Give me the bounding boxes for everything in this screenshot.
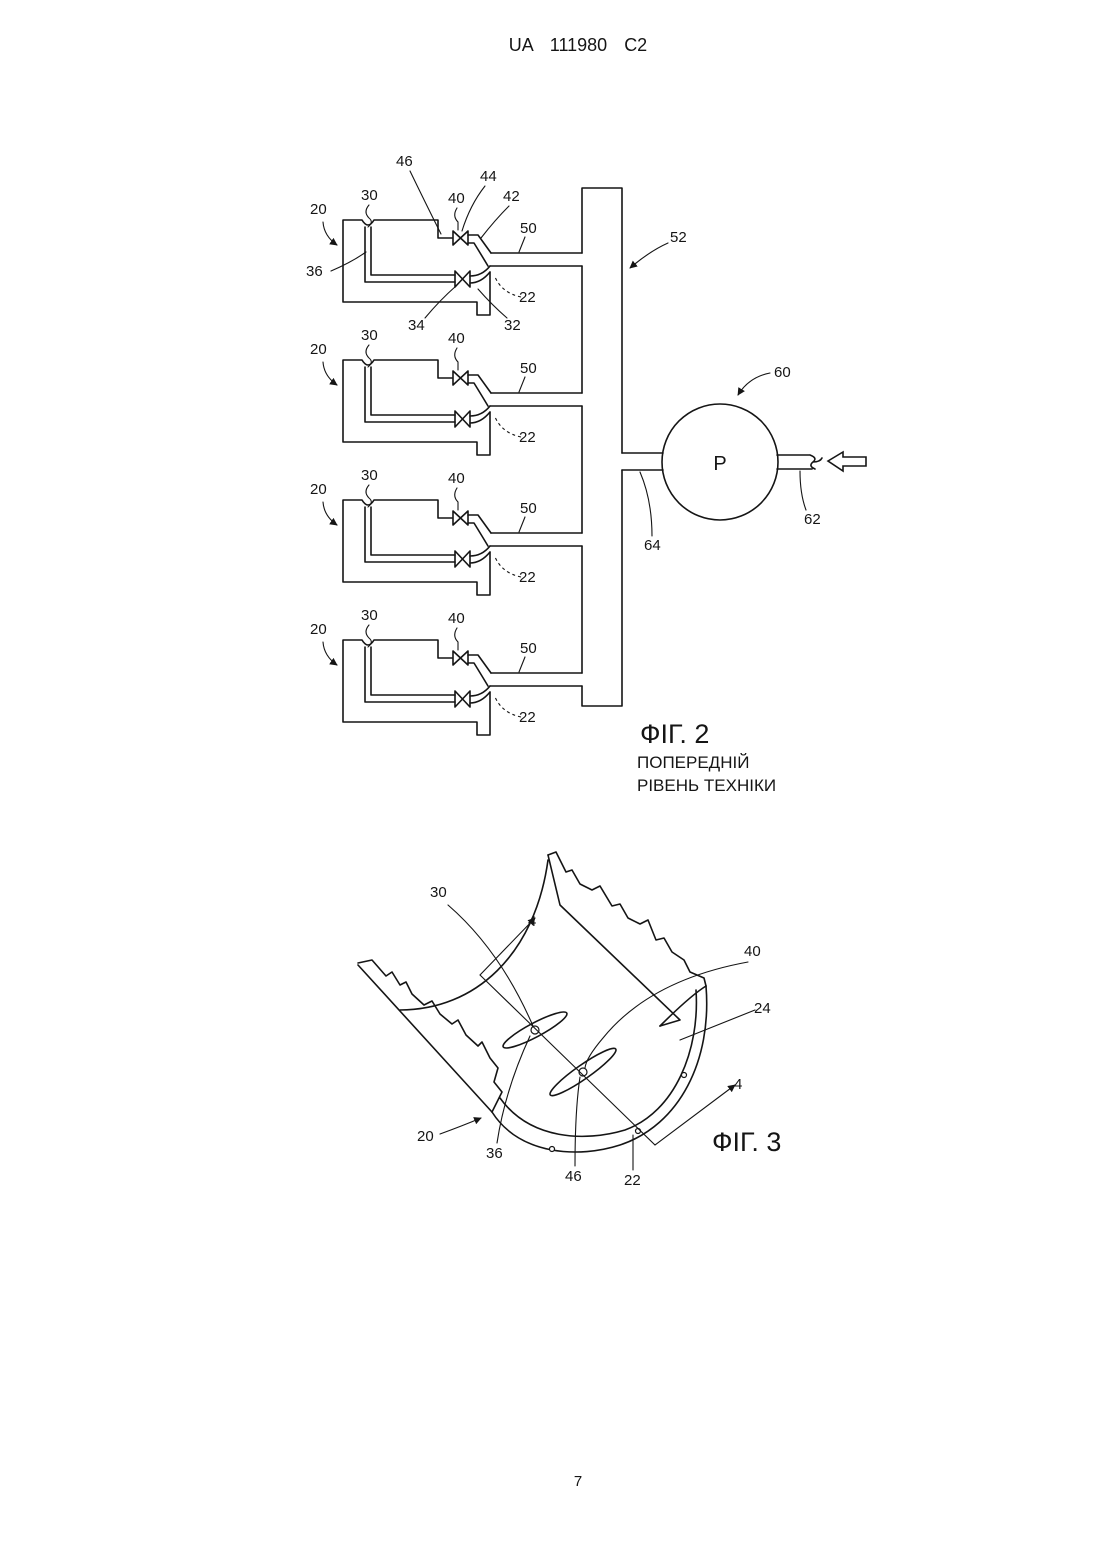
label-pump-outlet: 64 [644,537,661,554]
right-flange-inner-edge [548,855,680,1026]
leader-62 [800,471,806,510]
label-valve: 40 [448,610,465,627]
label-groove: 30 [361,187,378,204]
small-hole [682,1073,687,1078]
label-line: 50 [520,220,537,237]
figure-3-caption: ФІГ. 3 [712,1127,781,1157]
pump-outlet-pipe [622,453,663,470]
label-valve: 40 [448,190,465,207]
label-surface: 24 [754,1000,771,1017]
bearing-unit-3 [323,485,582,595]
bearing-unit-2 [323,345,582,455]
label-groove: 30 [361,467,378,484]
label-section-top: 4 [528,913,536,930]
leader-24 [680,1010,755,1040]
label-groove: 30 [430,884,447,901]
label-outlet: 22 [519,569,536,586]
label-bearing: 20 [310,621,327,638]
label-32: 32 [504,317,521,334]
label-valve: 40 [448,330,465,347]
manifold [582,188,622,706]
label-34: 34 [408,317,425,334]
label-bearing: 20 [310,341,327,358]
pump-arrow [738,373,770,395]
label-42: 42 [503,188,520,205]
label-manifold: 52 [670,229,687,246]
unit-1-labels: 20 30 40 50 22 46 44 42 36 34 32 [306,153,537,334]
label-hole-2: 46 [565,1168,582,1185]
inlet-pipe [777,455,822,469]
label-hole-3: 22 [624,1172,641,1189]
leader-32 [478,289,507,318]
figure-2: P 20 30 40 50 22 46 44 42 36 34 32 [306,153,866,795]
figure-2-subcaption-2: РІВЕНЬ ТЕХНІКИ [637,776,776,795]
leader-30 [448,905,533,1026]
leader-42 [481,206,509,238]
label-outlet: 22 [519,429,536,446]
label-groove-2: 40 [744,943,761,960]
label-pump: 60 [774,364,791,381]
figure-2-subcaption-1: ПОПЕРЕДНІЙ [637,753,749,772]
rear-end-edge [660,986,706,1026]
figure-2-caption: ФІГ. 2 [640,719,709,749]
left-flange-teeth [358,960,502,1112]
flow-arrow-icon [828,452,866,471]
label-36: 36 [306,263,323,280]
bearing-arrow [440,1118,481,1134]
oil-hole-1 [531,1026,539,1034]
pump-symbol: P [713,453,726,475]
label-section-bottom: 4 [734,1076,742,1093]
label-bearing: 20 [417,1128,434,1145]
right-flange-teeth [548,852,706,986]
manifold-arrow [630,243,668,268]
label-44: 44 [480,168,497,185]
leader-46 [410,171,441,234]
label-hole-1: 36 [486,1145,503,1162]
label-line: 50 [520,360,537,377]
label-bearing: 20 [310,481,327,498]
page-number: 7 [574,1473,582,1490]
label-groove: 30 [361,607,378,624]
label-groove: 30 [361,327,378,344]
figure-3: 30 4 40 24 4 20 36 46 22 ФІГ. 3 [358,852,781,1189]
bearing-unit-1 [323,205,582,315]
label-bearing: 20 [310,201,327,218]
document-id: UA 111980 C2 [509,35,647,55]
label-46: 46 [396,153,413,170]
leader-44 [462,186,485,231]
label-valve: 40 [448,470,465,487]
left-flange-edge [358,965,492,1112]
leader-36 [331,252,366,271]
label-inlet: 62 [804,511,821,528]
leader-36 [497,1036,530,1143]
label-line: 50 [520,640,537,657]
leader-64 [640,472,652,536]
front-end-arc [400,860,548,1010]
label-outlet: 22 [519,709,536,726]
bearing-unit-4 [323,625,582,735]
small-hole [550,1147,555,1152]
leader-40 [585,962,748,1068]
label-line: 50 [520,500,537,517]
label-outlet: 22 [519,289,536,306]
